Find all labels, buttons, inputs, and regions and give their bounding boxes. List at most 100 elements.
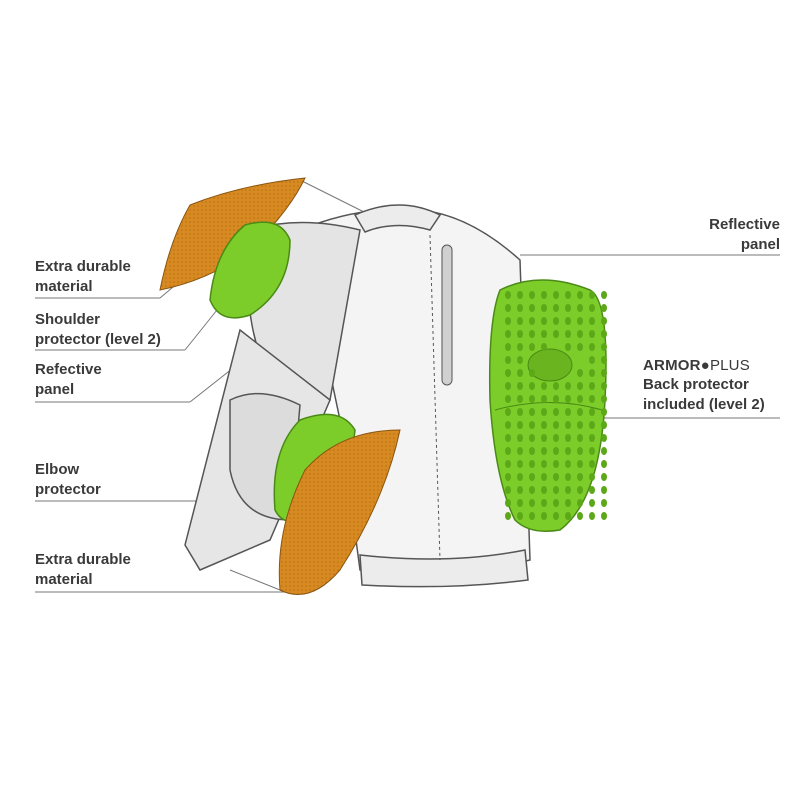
protector-dot <box>553 330 559 338</box>
protector-dot <box>529 395 535 403</box>
protector-dot <box>541 434 547 442</box>
protector-dot <box>529 421 535 429</box>
protector-dot <box>589 369 595 377</box>
protector-dot <box>601 369 607 377</box>
protector-dot <box>541 499 547 507</box>
protector-dot <box>577 317 583 325</box>
protector-dot <box>541 330 547 338</box>
protector-dot <box>565 291 571 299</box>
protector-dot <box>601 421 607 429</box>
protector-dot <box>589 330 595 338</box>
protector-dot <box>529 330 535 338</box>
label-line: protector <box>35 481 101 498</box>
protector-dot <box>577 434 583 442</box>
back-protector <box>488 279 607 532</box>
protector-dot <box>601 395 607 403</box>
protector-dot <box>553 304 559 312</box>
label-line: panel <box>740 236 780 253</box>
protector-dot <box>565 330 571 338</box>
protector-dot <box>541 486 547 494</box>
protector-dot <box>553 447 559 455</box>
label-extra-durable-top: Extra durable material <box>35 257 131 297</box>
protector-dot <box>517 499 523 507</box>
protector-dot <box>577 395 583 403</box>
protector-dot <box>529 304 535 312</box>
protector-dot <box>565 317 571 325</box>
protector-dot <box>541 343 547 351</box>
protector-dot <box>589 408 595 416</box>
label-line: Refective <box>35 361 102 378</box>
protector-dot <box>553 512 559 520</box>
protector-dot <box>601 356 607 364</box>
protector-dot <box>577 408 583 416</box>
protector-dot <box>541 291 547 299</box>
protector-dot <box>565 395 571 403</box>
protector-dot <box>577 369 583 377</box>
protector-dot <box>505 369 511 377</box>
label-line: panel <box>35 381 75 398</box>
label-refective-panel: Refective panel <box>35 360 102 400</box>
protector-dot <box>505 499 511 507</box>
protector-dot <box>517 291 523 299</box>
protector-dot <box>565 382 571 390</box>
protector-dot <box>589 447 595 455</box>
protector-dot <box>505 382 511 390</box>
protector-dot <box>517 343 523 351</box>
label-back-protector: ARMOR●PLUS Back protector included (leve… <box>643 357 765 415</box>
protector-dot <box>505 356 511 364</box>
protector-dot <box>505 317 511 325</box>
label-line: included (level 2) <box>643 396 765 413</box>
protector-dot <box>565 434 571 442</box>
label-line: material <box>35 571 93 588</box>
protector-dot <box>529 486 535 494</box>
label-elbow-protector: Elbow protector <box>35 460 101 500</box>
protector-dot <box>553 486 559 494</box>
protector-dot <box>577 421 583 429</box>
protector-dot <box>601 343 607 351</box>
protector-dot <box>553 317 559 325</box>
protector-dot <box>589 434 595 442</box>
protector-dot <box>589 486 595 494</box>
protector-dot <box>505 434 511 442</box>
protector-dot <box>529 343 535 351</box>
protector-dot <box>565 512 571 520</box>
protector-dot <box>553 291 559 299</box>
extra-durable-material-bottom <box>278 429 401 595</box>
protector-dot <box>553 395 559 403</box>
protector-dot <box>541 317 547 325</box>
protector-dot <box>517 447 523 455</box>
protector-dot <box>541 408 547 416</box>
protector-dot <box>577 330 583 338</box>
protector-dot <box>589 460 595 468</box>
label-line: Extra durable <box>35 551 131 568</box>
protector-dot <box>589 473 595 481</box>
protector-dot <box>517 421 523 429</box>
protector-dot <box>577 499 583 507</box>
protector-dot <box>577 291 583 299</box>
protector-dot <box>601 473 607 481</box>
protector-dot <box>565 421 571 429</box>
protector-dot <box>529 369 535 377</box>
protector-dot <box>517 512 523 520</box>
protector-dot <box>517 460 523 468</box>
protector-dot <box>529 434 535 442</box>
protector-dot <box>553 421 559 429</box>
protector-dot <box>505 421 511 429</box>
protector-dot <box>589 421 595 429</box>
protector-dot <box>553 382 559 390</box>
label-line: Shoulder <box>35 311 101 328</box>
protector-dot <box>601 304 607 312</box>
protector-dot <box>565 486 571 494</box>
protector-dot <box>505 473 511 481</box>
protector-dot <box>529 512 535 520</box>
armor-plus-logo-icon: ● <box>700 357 710 374</box>
armor-plus-logo: ARMOR●PLUS <box>643 357 750 374</box>
protector-dot <box>589 382 595 390</box>
protector-dot <box>517 356 523 364</box>
protector-dot <box>601 408 607 416</box>
protector-dot <box>565 304 571 312</box>
protector-dot <box>577 512 583 520</box>
protector-dot <box>577 382 583 390</box>
protector-dot <box>517 408 523 416</box>
protector-dot <box>565 473 571 481</box>
